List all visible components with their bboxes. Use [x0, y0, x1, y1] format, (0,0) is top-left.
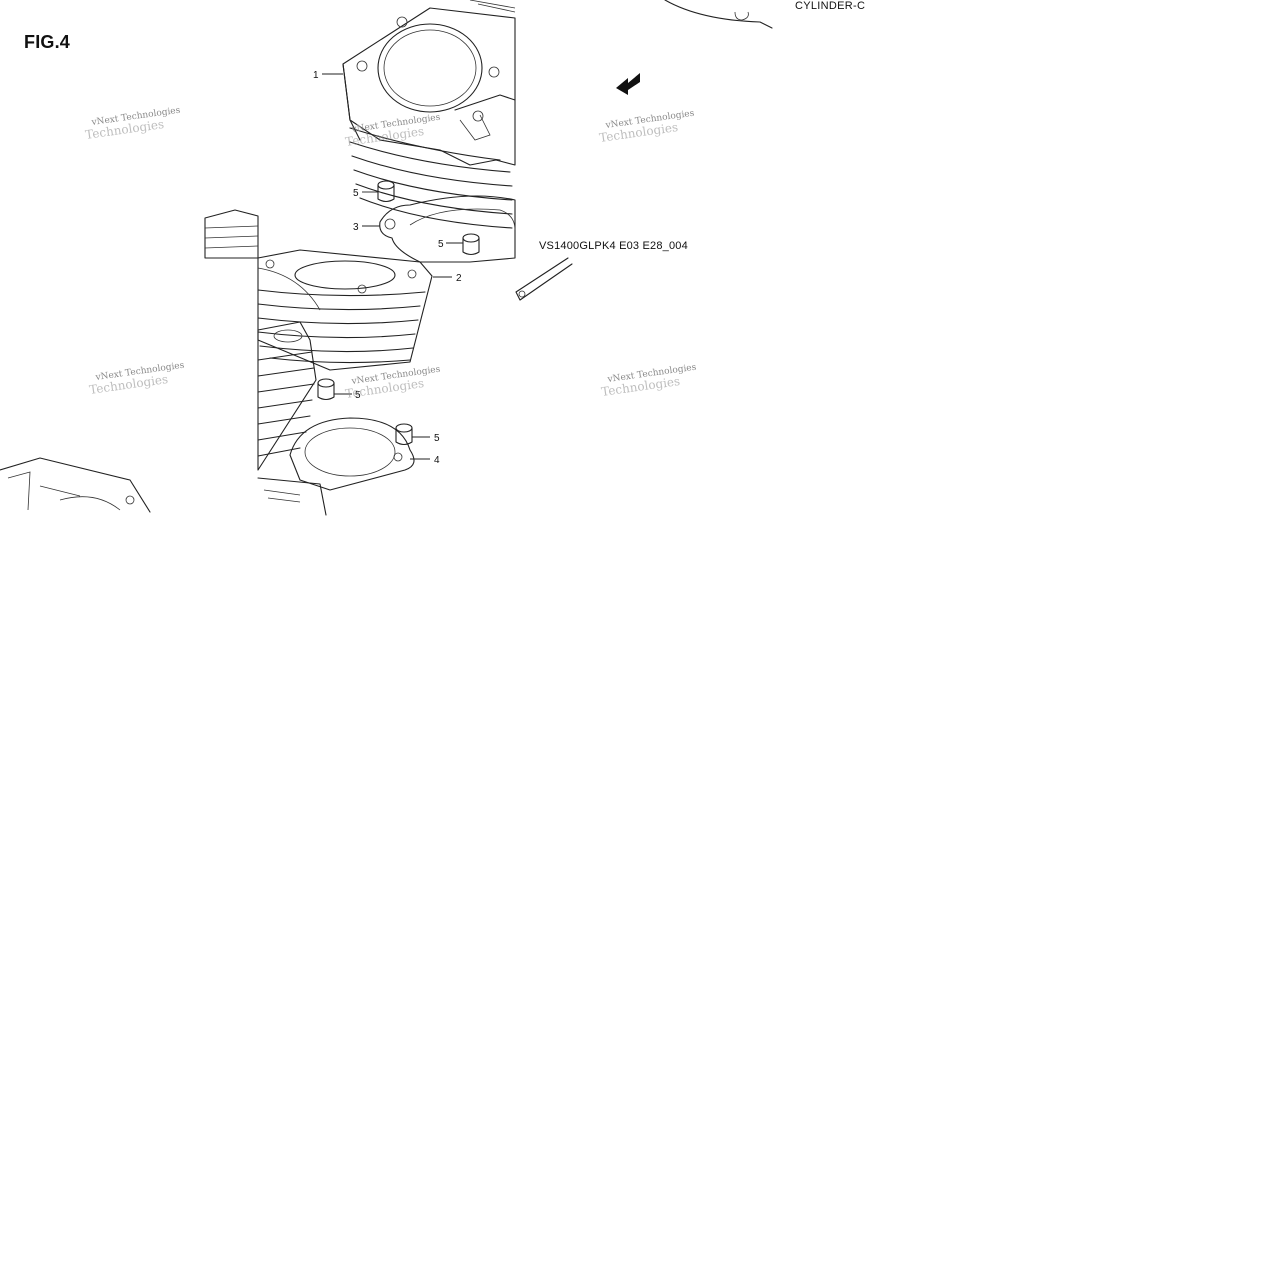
dowel-pin-lower-right: [395, 423, 413, 446]
gasket-upper: [379, 195, 516, 263]
dowel-pin-lower-left: [317, 378, 335, 401]
crankcase-fragment-left: [204, 209, 259, 259]
gasket-lower: [289, 417, 415, 491]
callout-2: 2: [456, 273, 462, 284]
cylinder-lower: [257, 249, 433, 371]
callout-5-lower-left: 5: [355, 390, 361, 401]
front-direction-icon: [616, 73, 640, 95]
callout-3: 3: [353, 222, 359, 233]
cylinder-casing-left: [257, 321, 317, 471]
leader-lines: [322, 73, 463, 460]
watermarks: vNext Technologies Technologies vNext Te…: [84, 106, 697, 401]
callout-5-upper-left: 5: [353, 188, 359, 199]
callout-5-upper-right: 5: [438, 239, 444, 250]
drawing-code: VS1400GLPK4 E03 E28_004: [539, 240, 688, 252]
gasket-fragment-right: [515, 257, 573, 301]
dowel-pin-upper-left: [377, 180, 395, 203]
callout-5-lower-right: 5: [434, 433, 440, 444]
callout-4: 4: [434, 455, 440, 466]
callout-1: 1: [313, 70, 319, 81]
section-name: CYLINDER-C: [795, 0, 866, 12]
cylinder-upper: [342, 0, 516, 229]
crankcase-fragment-bottom: [0, 457, 327, 516]
gasket-fragment-top: [664, 0, 773, 29]
dowel-pin-upper-right: [462, 233, 480, 256]
figure-label: FIG.4: [24, 32, 71, 52]
